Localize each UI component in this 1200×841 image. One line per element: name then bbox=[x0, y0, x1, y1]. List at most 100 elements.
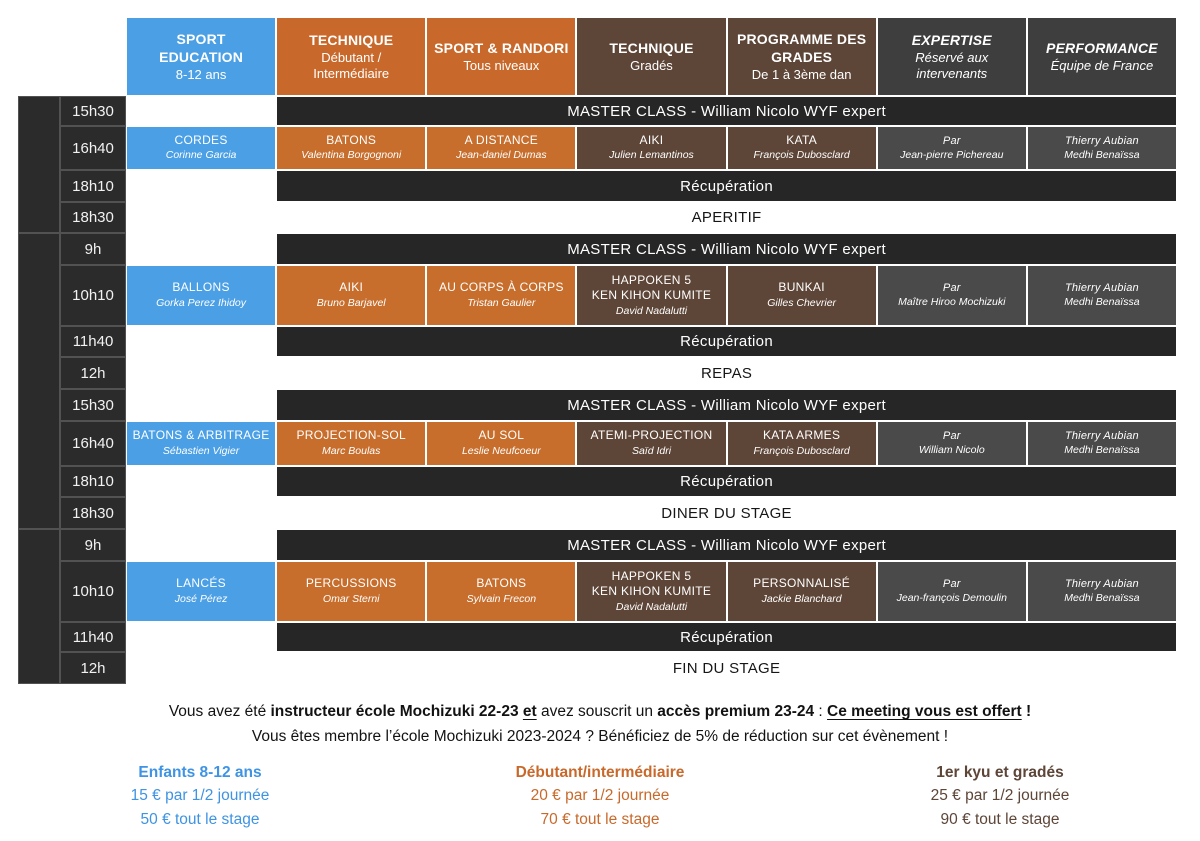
time-cell: 15h30 bbox=[60, 389, 126, 421]
instructor-name: Sylvain Frecon bbox=[466, 592, 537, 605]
session-title: Thierry Aubian bbox=[1064, 578, 1139, 591]
banner-row-dark: MASTER CLASS - William Nicolo WYF expert bbox=[276, 389, 1177, 421]
pricing-line: 70 € tout le stage bbox=[540, 810, 660, 828]
session-title: BUNKAI bbox=[778, 280, 825, 295]
instructor-name: Valentina Borgognoni bbox=[301, 149, 402, 162]
note-member-discount: Vous êtes membre l’école Mochizuki 2023-… bbox=[251, 728, 949, 745]
session-title: HAPPOKEN 5 KEN KIHON KUMITE bbox=[591, 272, 712, 303]
banner-row-dark: MASTER CLASS - William Nicolo WYF expert bbox=[276, 96, 1177, 126]
column-subtitle: Gradés bbox=[630, 57, 673, 73]
session-title: Par bbox=[942, 282, 961, 295]
day-group-1 bbox=[18, 96, 60, 233]
banner-row-light: APERITIF bbox=[276, 202, 1177, 233]
instructor-name: Bruno Barjavel bbox=[316, 296, 386, 309]
banner-row-dark: Récupération bbox=[276, 170, 1177, 202]
session-title: BATONS bbox=[326, 132, 377, 147]
time-cell: 18h30 bbox=[60, 497, 126, 529]
time-cell: 18h10 bbox=[60, 466, 126, 497]
session-title: AU CORPS À CORPS bbox=[438, 280, 564, 295]
instructor-name: Medhi Benaïssa bbox=[1064, 148, 1140, 161]
instructor-name: Jackie Blanchard bbox=[761, 592, 842, 605]
pricing-title: 1er kyu et gradés bbox=[936, 764, 1064, 781]
session-title: KATA bbox=[786, 132, 818, 147]
instructor-name: Gilles Chevrier bbox=[767, 296, 837, 309]
time-cell: 15h30 bbox=[60, 96, 126, 126]
instructor-name: Tristan Gaulier bbox=[467, 296, 536, 309]
note-segment: ! bbox=[1021, 703, 1032, 720]
instructor-name: Corinne Garcia bbox=[165, 149, 237, 162]
note-segment: Vous avez été bbox=[168, 703, 271, 720]
pricing-line: 25 € par 1/2 journée bbox=[930, 787, 1070, 805]
instructor-name: José Pérez bbox=[174, 592, 228, 605]
time-cell: 12h bbox=[60, 652, 126, 684]
column-title: EXPERTISE bbox=[911, 31, 992, 48]
column-title: TECHNIQUE bbox=[309, 31, 394, 48]
column-subtitle: Tous niveaux bbox=[463, 57, 540, 73]
instructor-name: Jean-daniel Dumas bbox=[456, 149, 547, 162]
session-title: AU SOL bbox=[478, 428, 525, 443]
session-cell: BATONS Valentina Borgognoni bbox=[276, 126, 427, 170]
instructor-name: Maître Hiroo Mochizuki bbox=[898, 296, 1006, 309]
session-title: BATONS bbox=[476, 576, 527, 591]
instructor-name: David Nadalutti bbox=[615, 600, 688, 613]
session-title: Thierry Aubian bbox=[1064, 134, 1139, 147]
session-title: BALLONS bbox=[172, 280, 230, 295]
session-title: PERSONNALISÉ bbox=[753, 576, 851, 591]
instructor-name: Medhi Benaïssa bbox=[1064, 444, 1140, 457]
time-cell: 18h10 bbox=[60, 170, 126, 202]
session-title: Thierry Aubian bbox=[1064, 430, 1139, 443]
column-subtitle: 8-12 ans bbox=[175, 67, 227, 83]
time-cell: 16h40 bbox=[60, 421, 126, 466]
instructor-name: Saïd Idri bbox=[631, 444, 672, 457]
banner-row-dark: Récupération bbox=[276, 466, 1177, 497]
note-segment: instructeur école Mochizuki 22-23 bbox=[270, 703, 523, 720]
time-cell: 11h40 bbox=[60, 622, 126, 652]
banner-row-light: DINER DU STAGE bbox=[276, 497, 1177, 529]
time-cell: 16h40 bbox=[60, 126, 126, 170]
banner-row-dark: Récupération bbox=[276, 622, 1177, 652]
banner-row-dark: Récupération bbox=[276, 326, 1177, 357]
note-segment: avez souscrit un bbox=[536, 703, 658, 720]
time-cell: 9h bbox=[60, 529, 126, 561]
instructor-name: Marc Boulas bbox=[322, 444, 381, 457]
session-title: BATONS & ARBITRAGE bbox=[132, 428, 270, 443]
time-cell: 9h bbox=[60, 233, 126, 265]
instructor-name: Sébastien Vigier bbox=[162, 444, 240, 457]
note-segment: Ce meeting vous est offert bbox=[827, 703, 1022, 720]
time-cell: 10h10 bbox=[60, 265, 126, 326]
column-subtitle: De 1 à 3ème dan bbox=[751, 67, 852, 83]
session-cell: KATA François Dubosclard bbox=[726, 126, 877, 170]
column-title: TECHNIQUE bbox=[609, 39, 694, 56]
banner-row-dark: MASTER CLASS - William Nicolo WYF expert bbox=[276, 529, 1177, 561]
note-segment: et bbox=[522, 703, 537, 720]
session-title: Par bbox=[942, 430, 961, 443]
note-segment: accès premium 23-24 bbox=[657, 703, 815, 720]
instructor-name: Julien Lemantinos bbox=[609, 149, 694, 162]
instructor-name: François Dubosclard bbox=[753, 149, 850, 162]
column-title: PROGRAMME DES GRADES bbox=[736, 30, 867, 65]
